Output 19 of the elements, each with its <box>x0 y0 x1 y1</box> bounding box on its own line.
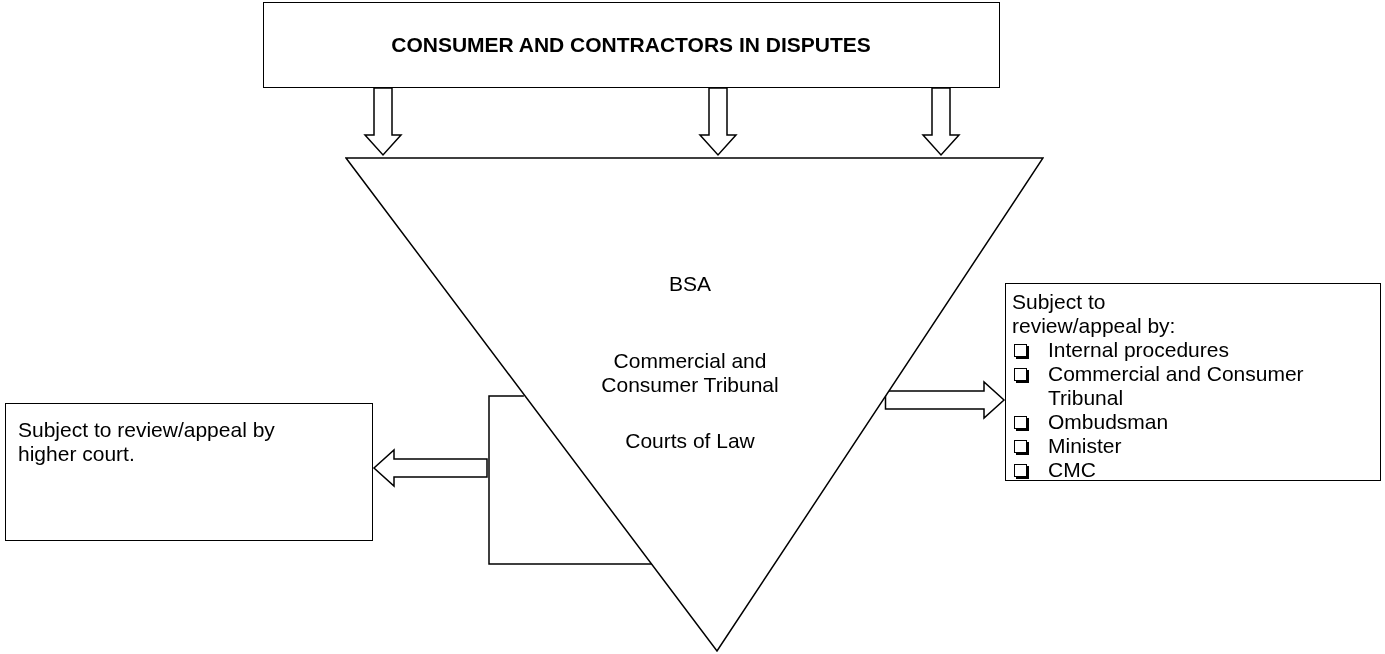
heading-label: Subject to review/appeal by: <box>1012 290 1177 338</box>
block-arrow <box>921 87 961 157</box>
body-label: Commercial and Consumer Tribunal <box>600 349 780 397</box>
review-box <box>5 403 373 541</box>
block-arrow <box>372 448 488 488</box>
list-item: Internal procedures <box>1048 338 1230 362</box>
list-item: Ombudsman <box>1048 410 1170 434</box>
review-box <box>1005 283 1381 481</box>
block-arrow <box>363 87 403 157</box>
body-label: Courts of Law <box>624 429 756 453</box>
list-item: Minister <box>1048 434 1123 458</box>
body-label: BSA <box>668 272 712 296</box>
block-arrow <box>884 380 1006 420</box>
list-item: Commercial and Consumer Tribunal <box>1048 362 1305 410</box>
title-box <box>263 2 1000 88</box>
body-label: Subject to review/appeal by higher court. <box>18 418 276 466</box>
list-item: CMC <box>1048 458 1097 482</box>
block-arrow <box>698 87 738 157</box>
heading-label: CONSUMER AND CONTRACTORS IN DISPUTES <box>390 33 872 57</box>
